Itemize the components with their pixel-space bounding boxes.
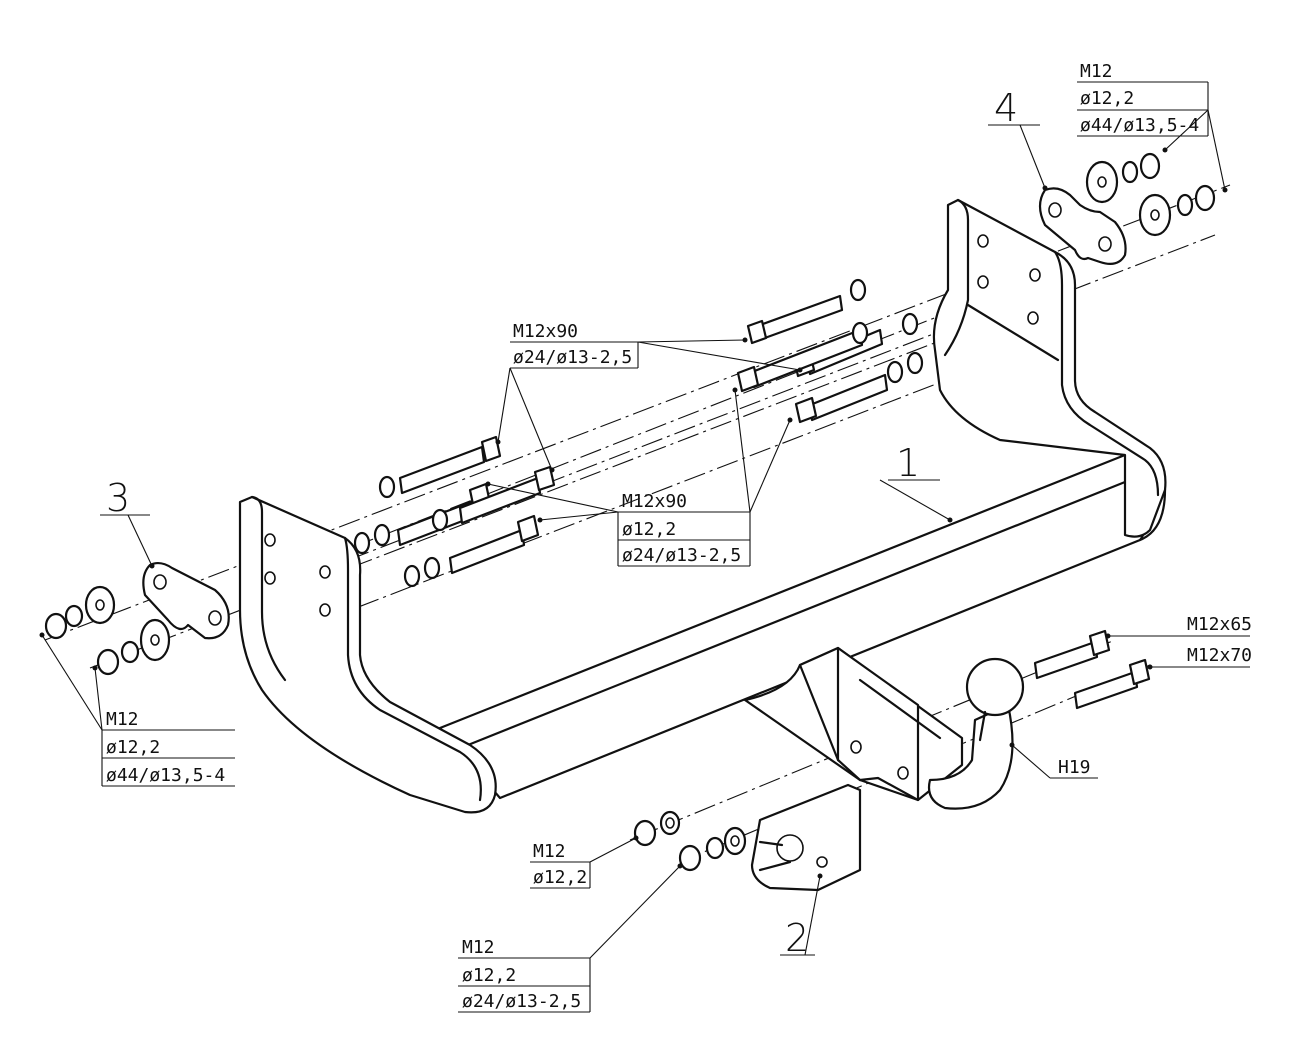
callout-middle-bolts-line-1: M12x90 <box>622 491 687 512</box>
tow-ball <box>927 657 1025 810</box>
callout-ball-bolt-a: M12x65 <box>1187 614 1252 635</box>
part-number-2: 2 <box>785 916 809 960</box>
callout-socket-bottom-line-2: ø12,2 <box>462 965 516 986</box>
part-number-3: 3 <box>106 476 130 520</box>
callout-top-right: M12 ø12,2 ø44/ø13,5-4 <box>1080 61 1199 136</box>
callout-ball-bolt-b: M12x70 <box>1187 645 1252 666</box>
callout-middle-bolts: M12x90 ø12,2 ø24/ø13-2,5 <box>622 491 741 566</box>
callout-upper-bolts-line-2: ø24/ø13-2,5 <box>513 347 632 368</box>
callout-upper-bolts-line-1: M12x90 <box>513 321 578 342</box>
right-side-plate <box>932 198 1167 538</box>
callout-left-line-2: ø12,2 <box>106 737 160 758</box>
callout-socket-bottom-line-3: ø24/ø13-2,5 <box>462 991 581 1012</box>
socket-plate <box>750 783 862 892</box>
callout-socket-nut-line-2: ø12,2 <box>533 867 587 888</box>
callout-ball: H19 <box>1058 757 1091 778</box>
callout-socket-bottom: M12 ø12,2 ø24/ø13-2,5 <box>462 937 581 1012</box>
callout-socket-bottom-line-1: M12 <box>462 937 495 958</box>
right-clamp-plate <box>1038 187 1127 265</box>
callout-socket-nut: M12 ø12,2 <box>533 841 587 888</box>
leader-lines <box>41 81 1250 1013</box>
callout-left-line-1: M12 <box>106 709 139 730</box>
part-number-1: 1 <box>896 441 920 485</box>
callout-socket-nut-line-1: M12 <box>533 841 566 862</box>
callout-middle-bolts-line-3: ø24/ø13-2,5 <box>622 545 741 566</box>
left-side-plate <box>238 495 497 814</box>
right-fasteners <box>1085 152 1216 237</box>
callout-left: M12 ø12,2 ø44/ø13,5-4 <box>106 709 225 786</box>
callout-left-line-3: ø44/ø13,5-4 <box>106 765 225 786</box>
part-number-4: 4 <box>994 86 1018 130</box>
ball-bracket <box>743 646 964 802</box>
callout-middle-bolts-line-2: ø12,2 <box>622 519 676 540</box>
bolts <box>353 278 1151 710</box>
left-fasteners <box>44 585 171 676</box>
socket-fasteners <box>633 810 747 872</box>
callout-upper-bolts: M12x90 ø24/ø13-2,5 <box>513 321 632 368</box>
crossbar-frame <box>238 198 1167 814</box>
callout-top-right-line-2: ø12,2 <box>1080 88 1134 109</box>
left-clamp-plate <box>142 561 230 640</box>
leader-dots <box>39 147 1228 879</box>
callout-top-right-line-3: ø44/ø13,5-4 <box>1080 115 1199 136</box>
callout-top-right-line-1: M12 <box>1080 61 1113 82</box>
crossbar-tube <box>438 452 1167 800</box>
